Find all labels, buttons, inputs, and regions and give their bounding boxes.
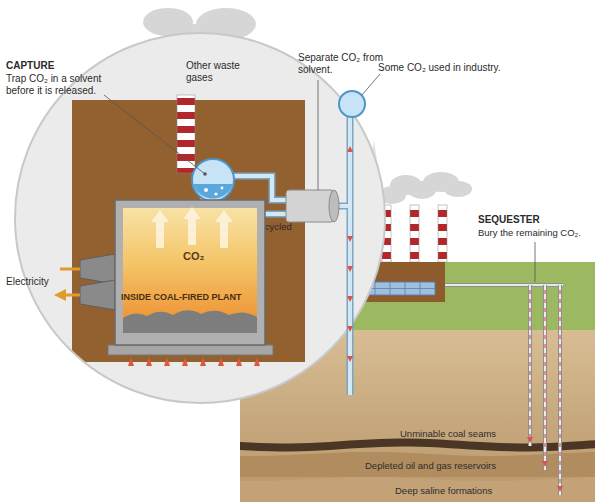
chimney [438, 205, 447, 262]
well-pipe [530, 285, 560, 495]
well-header [445, 284, 563, 286]
strata-band [240, 477, 595, 502]
section-title: INSIDE COAL-FIRED PLANT [121, 292, 242, 303]
co2-flow [544, 290, 545, 464]
furnace-fire [123, 208, 257, 333]
burner-flames [128, 357, 260, 366]
heat-arrow [215, 210, 233, 248]
callout-heading: SEQUESTER [478, 214, 540, 226]
separator-unit [286, 190, 334, 222]
callout-text: Trap CO₂ in a solvent before it is relea… [6, 73, 124, 97]
flow-arrowhead [347, 326, 353, 332]
callout-text: Separate CO₂ from solvent. [298, 52, 390, 76]
turbine [80, 280, 115, 310]
bubble [221, 187, 224, 190]
chimney [177, 95, 195, 173]
injection-wells [445, 285, 563, 495]
bubble [214, 192, 217, 195]
callout-text: Bury the remaining CO₂. [478, 227, 581, 238]
furnace-base [108, 345, 273, 355]
flow-arrowhead [347, 146, 353, 152]
leader-line [535, 242, 536, 282]
flow-arrowhead [347, 236, 353, 242]
callout-text: Other waste gases [186, 60, 256, 84]
node-outline [115, 200, 265, 345]
plant-chimneys [378, 172, 472, 262]
callout-text: Some CO₂ used in industry. [378, 62, 501, 74]
callout-heading: CAPTURE [6, 60, 54, 72]
leader-dot [203, 172, 207, 176]
leader-line [104, 95, 205, 174]
heat-arrow [151, 210, 169, 248]
turbine [80, 254, 115, 284]
flow-arrows [347, 146, 353, 362]
strata-band [240, 452, 595, 477]
layer-label: Deep saline formations [395, 485, 492, 496]
coal-seam [240, 439, 595, 452]
heat-arrow [183, 207, 201, 245]
layer-label: Depleted oil and gas reservoirs [365, 460, 496, 471]
output-label: Electricity [6, 276, 49, 288]
smoke-puff [143, 8, 193, 36]
flow-arrowhead [347, 296, 353, 302]
leader-lines [104, 74, 535, 282]
well-pipe [530, 285, 560, 495]
separator-end [329, 190, 339, 222]
rock-layer: Deep saline formations [240, 477, 595, 502]
absorber-sphere [192, 159, 234, 201]
smoke-puff [444, 181, 472, 197]
coal-heap [123, 310, 257, 333]
storage-sphere [339, 91, 365, 117]
bubble [204, 188, 208, 192]
co2-flow [559, 290, 560, 489]
rock-layer: Unminable coal seams [240, 420, 595, 452]
chimney [410, 205, 419, 262]
leader-line [318, 80, 319, 190]
furnace-box: CO₂ INSIDE COAL-FIRED PLANT [115, 200, 265, 345]
rock-layer: Depleted oil and gas reservoirs [240, 452, 595, 477]
co2-flow [529, 290, 530, 440]
solvent-liquid [193, 184, 233, 199]
layer-label: Unminable coal seams [400, 428, 496, 439]
leader-line [362, 74, 380, 95]
gas-label: CO₂ [183, 250, 204, 263]
well-header [445, 283, 563, 287]
electricity-arrow [60, 269, 80, 295]
flow-arrowhead [347, 356, 353, 362]
furnace-frame [115, 200, 265, 345]
flow-arrowhead [347, 266, 353, 272]
